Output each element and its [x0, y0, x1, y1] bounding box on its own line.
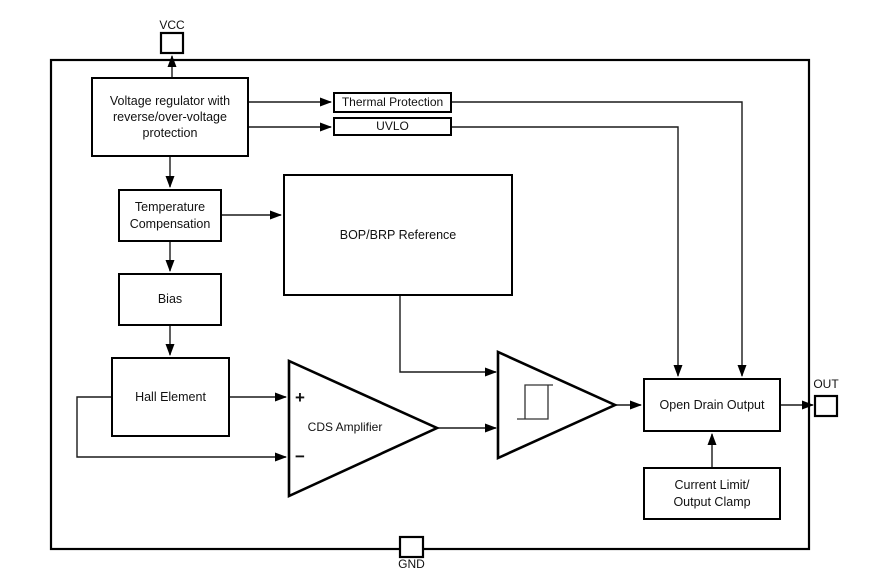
- vcc-pin-label: VCC: [159, 18, 185, 32]
- cds-minus-input-label: −: [295, 447, 305, 466]
- block-voltage-regulator: Voltage regulator with reverse/over-volt…: [91, 77, 249, 157]
- connection-lines: [76, 55, 814, 467]
- arrow-hall-to-amp-minus: [76, 396, 287, 462]
- hysteresis-icon: [517, 384, 553, 420]
- block-temperature-compensation: Temperature Compensation: [118, 189, 222, 242]
- arrow-reference-to-schmitt: [399, 296, 497, 377]
- gnd-pin-label: GND: [398, 557, 425, 571]
- cds-amplifier-label: CDS Amplifier: [307, 420, 383, 434]
- cds-plus-input-label: +: [295, 388, 305, 407]
- block-bias: Bias: [118, 273, 222, 326]
- block-thermal-protection: Thermal Protection: [333, 92, 452, 113]
- block-current-limit-clamp: Current Limit/ Output Clamp: [643, 467, 781, 520]
- out-pin: [813, 394, 839, 418]
- arrow-uvlo-to-output: [452, 126, 683, 377]
- arrow-thermal-to-output: [452, 101, 747, 377]
- vcc-pin: [159, 31, 185, 55]
- block-bop-brp-reference: BOP/BRP Reference: [283, 174, 513, 296]
- chip-outline: [49, 58, 811, 551]
- cds-amplifier-triangle: [287, 358, 441, 499]
- block-hall-element: Hall Element: [111, 357, 230, 437]
- gnd-pin: [398, 535, 425, 559]
- schmitt-trigger-triangle: [496, 349, 619, 461]
- block-open-drain-output: Open Drain Output: [643, 378, 781, 432]
- out-pin-label: OUT: [813, 377, 839, 391]
- block-uvlo: UVLO: [333, 117, 452, 136]
